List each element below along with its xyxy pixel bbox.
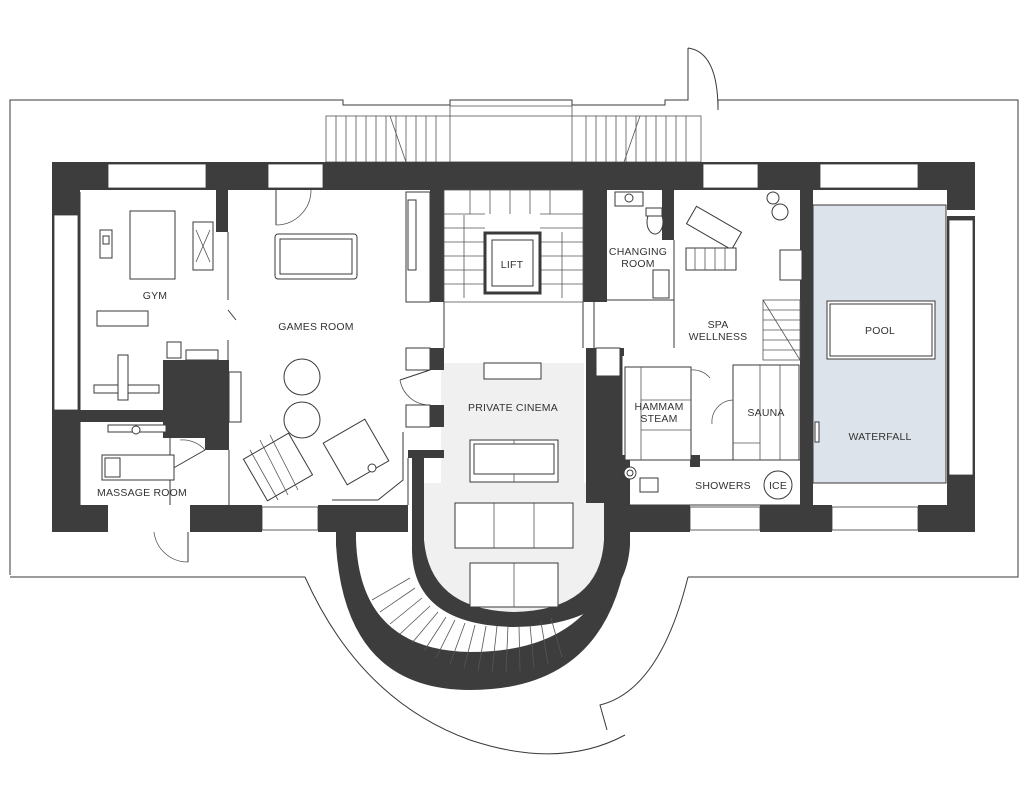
label-games-room: GAMES ROOM [278,321,354,333]
spa-stair [762,299,801,361]
spa-fixtures [623,191,936,500]
label-showers: SHOWERS [695,480,751,492]
label-ice: ICE [769,480,787,492]
label-spa-2: WELLNESS [689,331,748,343]
label-changing-1: CHANGING [609,246,667,258]
label-massage-room: MASSAGE ROOM [97,487,187,499]
lift-car [491,239,534,287]
rotunda-wall [336,515,628,690]
games-furniture [242,191,431,502]
entrance-steps [325,105,702,163]
label-pool: POOL [865,325,895,337]
label-lift: LIFT [501,259,524,271]
windows [53,163,974,531]
gym-equipment [93,210,242,481]
spiral-stair [371,577,563,673]
label-gym: GYM [143,290,168,302]
lift-shaft [483,231,542,295]
label-waterfall: WATERFALL [848,431,911,443]
doors [153,189,734,563]
label-changing-2: ROOM [621,258,654,270]
label-hammam-2: STEAM [640,413,677,425]
main-stair [443,189,584,303]
partitions [79,192,800,506]
cinema-curved-wall [411,455,630,627]
site-outline [9,47,1019,755]
label-hammam-1: HAMMAM [634,401,683,413]
cinema-seating [454,362,574,608]
changing-fixtures [614,191,670,299]
room-labels: GYM GAMES ROOM MASSAGE ROOM LIFT CHANGIN… [97,246,911,499]
label-sauna: SAUNA [747,407,784,419]
label-private-cinema: PRIVATE CINEMA [468,402,558,414]
label-spa-1: SPA [708,319,729,331]
